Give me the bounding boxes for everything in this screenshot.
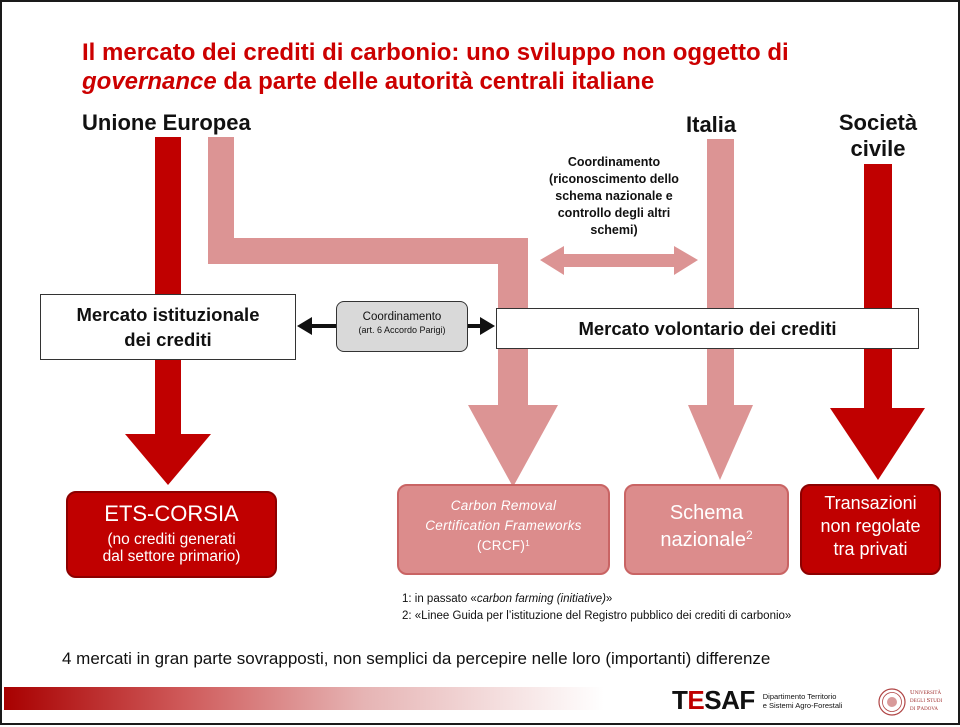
title-line-1: Il mercato dei crediti di carbonio: uno … [82, 39, 789, 66]
eu-crcf-arrow [208, 137, 558, 487]
national-scheme-box: Schema nazionale2 [624, 484, 789, 575]
coordination-paris-box: Coordinamento (art. 6 Accordo Parigi) [336, 301, 468, 352]
actor-italia: Italia [686, 112, 737, 137]
footer-gradient-band [4, 687, 604, 710]
eu-arrow [125, 137, 211, 485]
coordination-note: Coordinamento (riconoscimento dello sche… [549, 155, 679, 237]
italia-arrow [688, 139, 753, 480]
title-line-2: da parte delle autorità centrali italian… [216, 68, 655, 95]
voluntary-market-box: Mercato volontario dei crediti [496, 308, 919, 349]
university-name: Università degli Studi di Padova [910, 689, 943, 712]
institutional-market-box: Mercato istituzionale dei crediti [40, 294, 296, 360]
private-transactions-box: Transazioni non regolate tra privati [800, 484, 941, 575]
crcf-box: Carbon Removal Certification Frameworks … [397, 484, 610, 575]
actor-societa: Società civile [838, 110, 918, 161]
summary-text: 4 mercati in gran parte sovrapposti, non… [62, 649, 771, 668]
footnote-2: 2: «Linee Guida per l’istituzione del Re… [402, 610, 792, 622]
society-arrow [830, 164, 925, 480]
coord-double-arrow [540, 246, 698, 275]
black-double-arrow [297, 317, 495, 335]
slide-title: Il mercato dei crediti di carbonio: uno … [82, 38, 922, 96]
actor-eu: Unione Europea [82, 110, 251, 135]
university-seal-icon [878, 688, 906, 716]
footnote-1: 1: in passato «carbon farming (initiativ… [402, 593, 613, 605]
title-italic-word: governance [82, 68, 217, 95]
footnotes: 1: in passato «carbon farming (initiativ… [402, 591, 791, 625]
ets-corsia-box: ETS-CORSIA (no crediti generati dal sett… [66, 491, 277, 578]
